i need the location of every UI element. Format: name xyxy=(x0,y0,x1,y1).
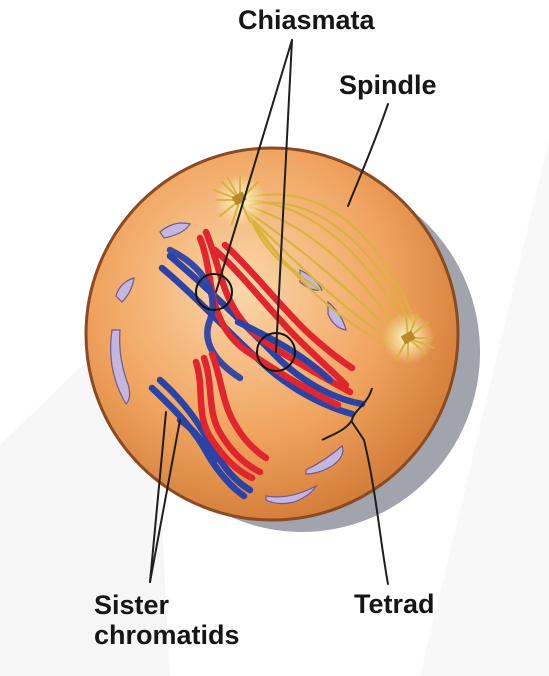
tetrad-label: Tetrad xyxy=(354,589,435,619)
aster-right xyxy=(382,312,435,364)
tetrad-leader xyxy=(351,421,389,585)
chiasmata-leader-1 xyxy=(215,39,293,293)
leader-lines xyxy=(149,39,389,585)
chiasmata-leader-2 xyxy=(275,39,293,353)
spindle-leader xyxy=(347,103,389,207)
sister-chromatids-label: Sister chromatids xyxy=(94,590,240,650)
sister-leader-2 xyxy=(149,419,181,583)
upper-tetrad xyxy=(158,228,366,418)
spindle-label: Spindle xyxy=(339,70,437,100)
sister-leader-1 xyxy=(149,411,167,583)
aster-left xyxy=(213,174,266,226)
chiasmata-label: Chiasmata xyxy=(238,5,375,35)
sister-chromatids-line-2: chromatids xyxy=(94,620,240,650)
chiasma-circle-1 xyxy=(195,273,233,311)
spindle-apparatus xyxy=(238,193,420,350)
sister-chromatids-line-1: Sister xyxy=(94,590,170,620)
lower-tetrad xyxy=(148,350,270,500)
nuclear-envelope-fragments xyxy=(110,222,347,505)
tetrad-bracket xyxy=(321,387,373,441)
